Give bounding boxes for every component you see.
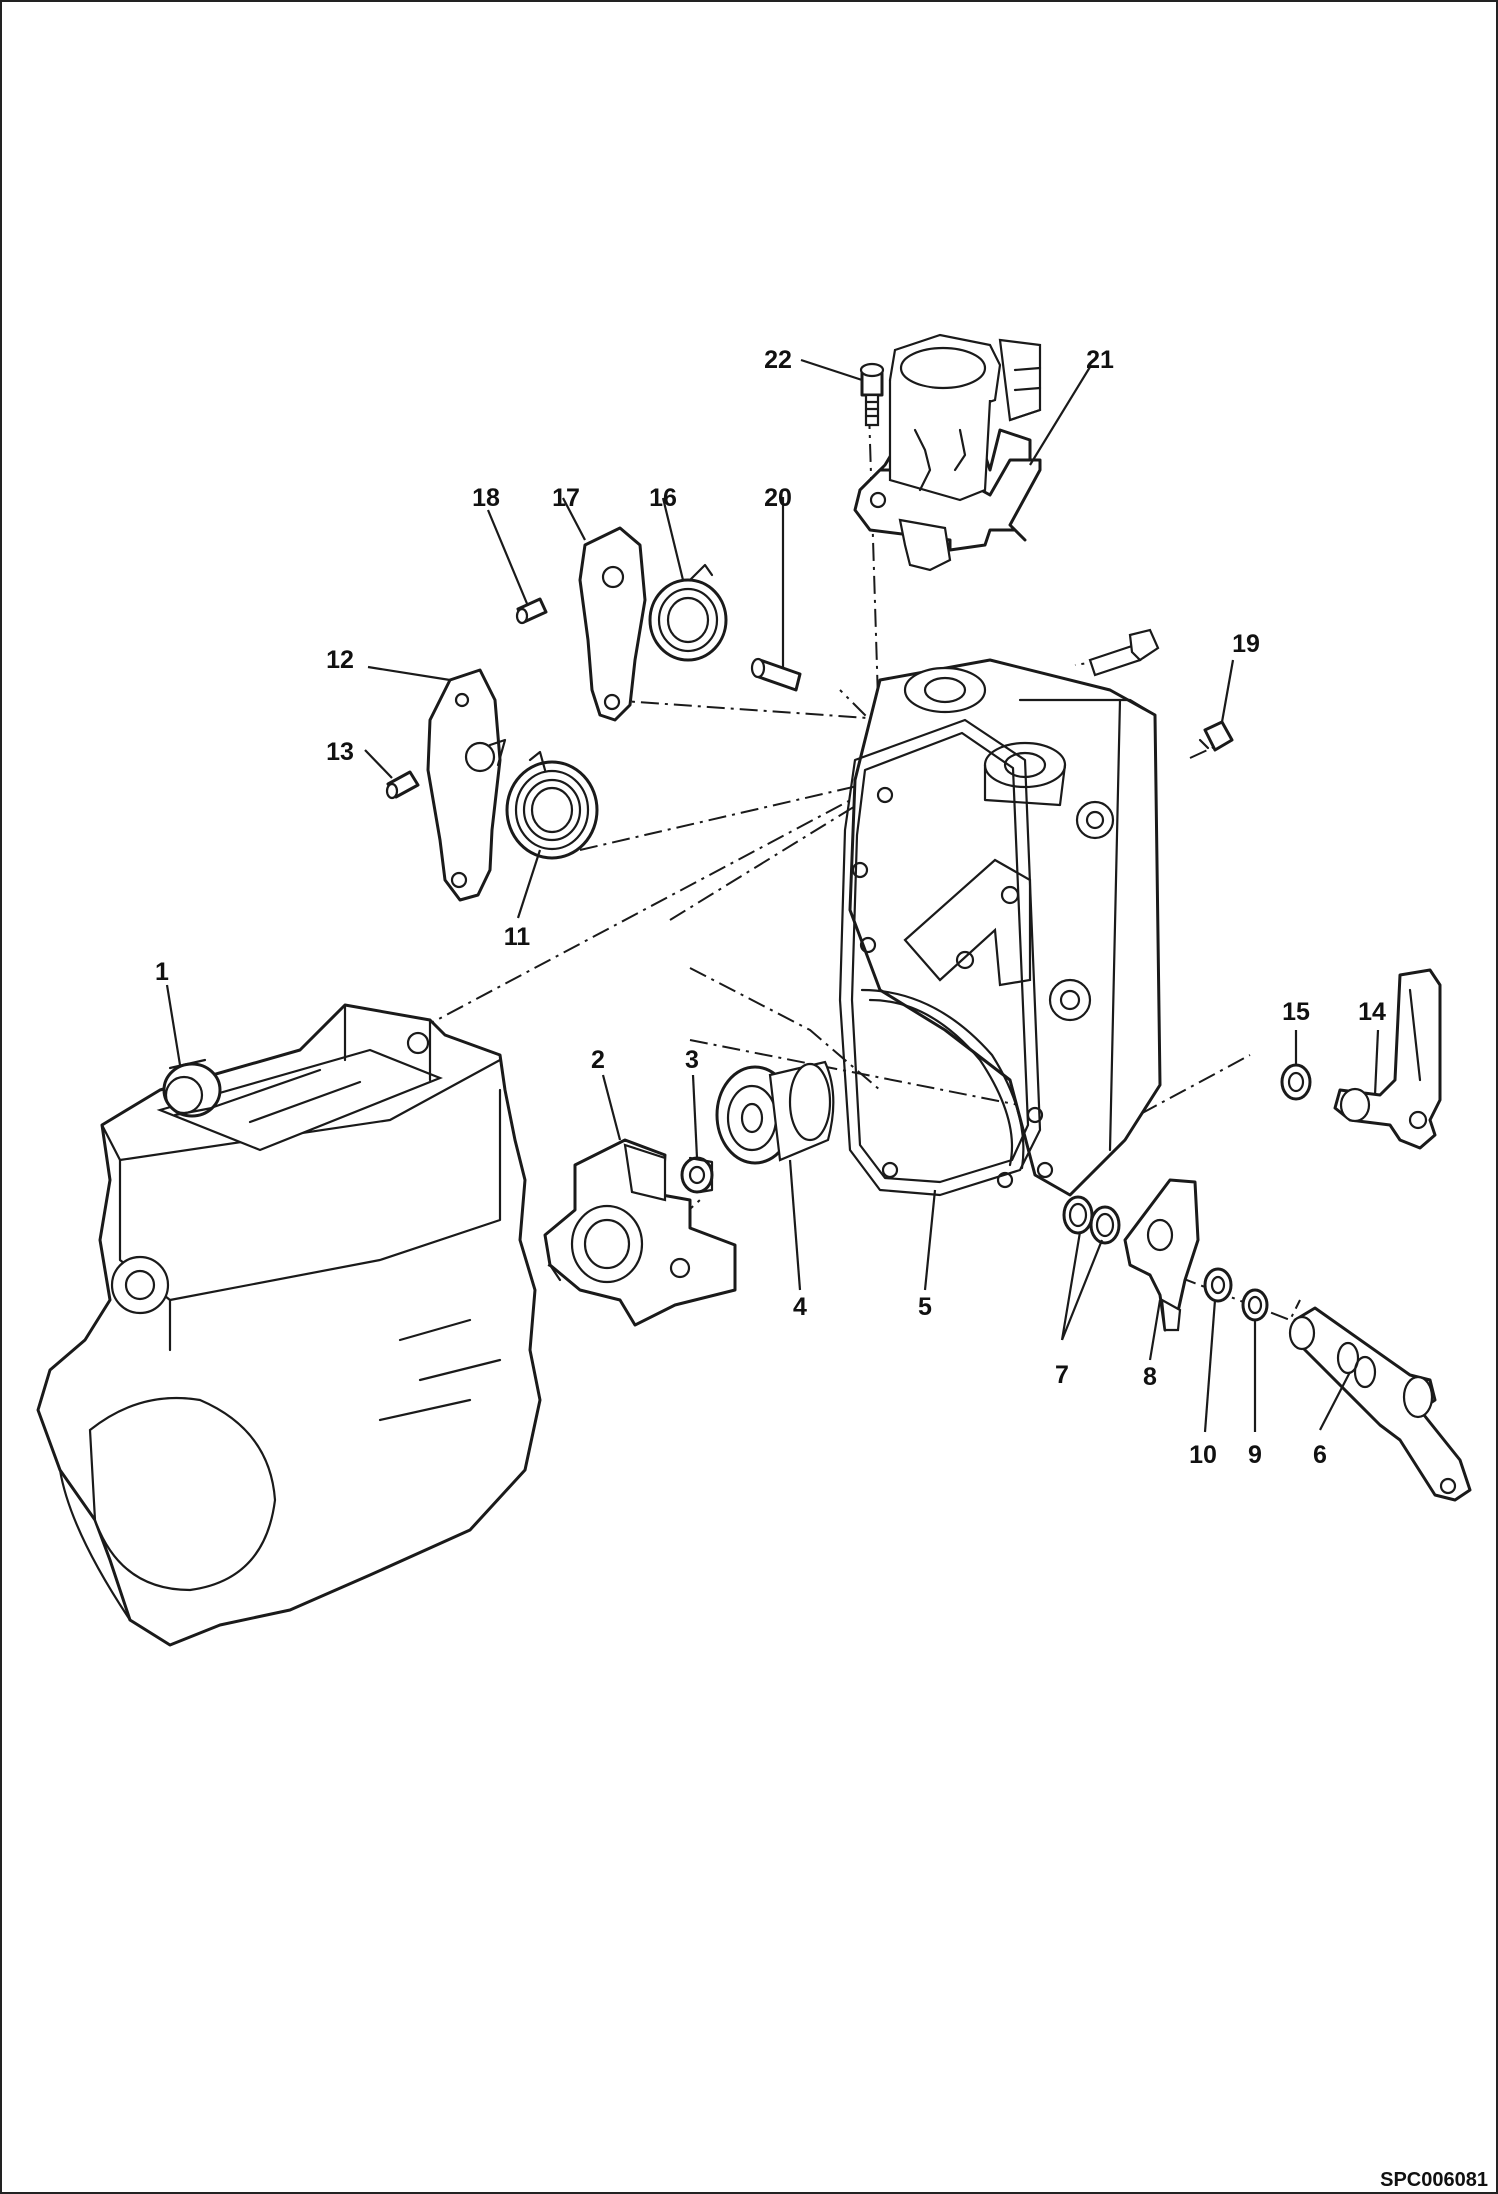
callout-4: 4 bbox=[793, 1293, 807, 1321]
callout-1: 1 bbox=[155, 958, 169, 986]
part-17-plate bbox=[578, 526, 647, 722]
part-9-snap-ring bbox=[1241, 1288, 1269, 1322]
engine-block bbox=[36, 1003, 542, 1647]
part-22-bolt bbox=[859, 362, 885, 427]
part-5-governor-housing bbox=[838, 628, 1162, 1197]
callout-2: 2 bbox=[591, 1046, 605, 1074]
callout-7: 7 bbox=[1055, 1361, 1069, 1389]
part-20-pin bbox=[750, 657, 802, 692]
callout-21: 21 bbox=[1086, 346, 1114, 374]
callout-labels: 1 2 3 4 5 6 7 8 9 10 11 12 13 14 15 16 1… bbox=[155, 346, 1386, 1469]
part-4-sleeve bbox=[715, 1060, 835, 1165]
callout-19: 19 bbox=[1232, 630, 1260, 658]
part-1-plug bbox=[162, 1058, 222, 1118]
leader-lines bbox=[165, 358, 1380, 1433]
part-21-solenoid bbox=[853, 333, 1042, 572]
part-11-spring bbox=[505, 750, 599, 860]
callout-17: 17 bbox=[552, 484, 580, 512]
figure-code: SPC006081 bbox=[1380, 2169, 1488, 2191]
part-2-governor-weight bbox=[543, 1138, 737, 1327]
part-18-pin bbox=[515, 597, 548, 625]
part-16-spring bbox=[648, 563, 728, 662]
callout-9: 9 bbox=[1248, 1441, 1262, 1469]
part-15-o-ring bbox=[1280, 1063, 1312, 1101]
callout-6: 6 bbox=[1313, 1441, 1327, 1469]
part-14-lever bbox=[1333, 968, 1442, 1150]
part-3-nut bbox=[680, 1156, 714, 1194]
callout-10: 10 bbox=[1189, 1441, 1217, 1469]
part-8-plate bbox=[1123, 1178, 1200, 1332]
callout-18: 18 bbox=[472, 484, 500, 512]
part-7-o-rings bbox=[1062, 1195, 1121, 1245]
callout-22: 22 bbox=[764, 346, 792, 374]
part-13-pin bbox=[385, 770, 420, 800]
callout-13: 13 bbox=[326, 738, 354, 766]
callout-11: 11 bbox=[504, 923, 531, 951]
callout-16: 16 bbox=[649, 484, 677, 512]
callout-20: 20 bbox=[764, 484, 792, 512]
callout-5: 5 bbox=[918, 1293, 932, 1321]
part-19-plug bbox=[1198, 720, 1234, 752]
part-10-washer bbox=[1203, 1267, 1233, 1303]
callout-12: 12 bbox=[326, 646, 354, 674]
callout-3: 3 bbox=[685, 1046, 699, 1074]
part-12-lever-plate bbox=[426, 668, 507, 902]
part-6-lever-shaft bbox=[1288, 1306, 1472, 1502]
callout-14: 14 bbox=[1358, 998, 1386, 1026]
callout-8: 8 bbox=[1143, 1363, 1157, 1391]
callout-15: 15 bbox=[1282, 998, 1310, 1026]
